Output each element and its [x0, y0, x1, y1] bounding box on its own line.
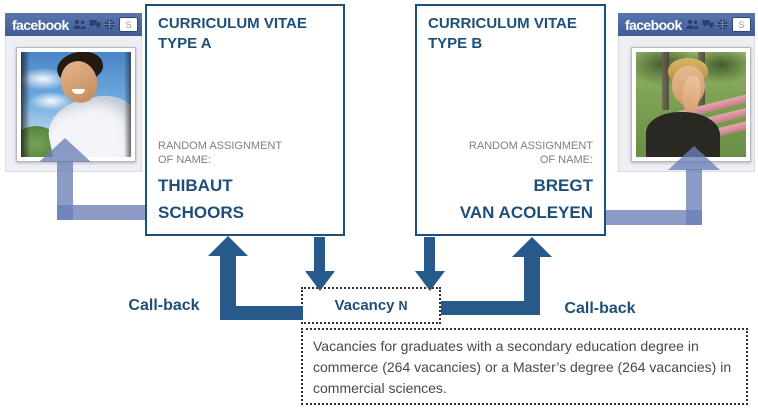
- globe-icon: [104, 19, 115, 30]
- cv-a-assignment-block: RANDOM ASSIGNMENT OF NAME: THIBAUT SCHOO…: [158, 139, 332, 226]
- arrow-shaft: [524, 256, 540, 315]
- profile-photo-left: [21, 52, 131, 157]
- cloud-shape: [29, 92, 73, 110]
- candidate-name-b: BREGT VAN ACOLEYEN: [428, 172, 593, 226]
- facebook-logo: facebook: [625, 16, 682, 33]
- facebook-profile-card-right: facebook S: [618, 13, 755, 172]
- facebook-header-icons: [73, 19, 115, 30]
- vacancy-n-suffix: N: [398, 298, 408, 313]
- assignment-label-line1: RANDOM ASSIGNMENT: [468, 140, 593, 152]
- callback-label-left: Call-back: [128, 297, 200, 314]
- facebook-search-box: S: [732, 17, 751, 32]
- arrow-elbow: [606, 210, 702, 225]
- arrow-shaft: [314, 237, 325, 272]
- assignment-label-line2: OF NAME:: [539, 154, 593, 166]
- cv-a-title: CURRICULUM VITAE TYPE A: [147, 6, 343, 55]
- assignment-label-line1: RANDOM ASSIGNMENT: [158, 140, 283, 152]
- callback-label-right: Call-back: [564, 300, 636, 317]
- arrowhead-up: [512, 237, 552, 257]
- cv-type-b-box: CURRICULUM VITAE TYPE B RANDOM ASSIGNMEN…: [415, 4, 606, 236]
- vacancy-description-box: Vacancies for graduates with a secondary…: [301, 328, 748, 405]
- profile-photo-frame-right: [631, 47, 751, 162]
- facebook-header-left: facebook S: [5, 13, 142, 36]
- facebook-logo: facebook: [12, 16, 69, 33]
- vacancy-box: Vacancy N: [301, 287, 441, 324]
- messages-icon: [89, 19, 101, 30]
- arrowhead-up: [208, 236, 248, 256]
- candidate-name-line1: BREGT: [533, 176, 594, 195]
- cv-a-title-line2: TYPE A: [158, 35, 212, 53]
- globe-icon: [717, 19, 728, 30]
- cv-b-title-line1: CURRICULUM VITAE: [428, 15, 577, 32]
- friends-icon: [73, 19, 86, 30]
- arrow-elbow: [441, 301, 540, 315]
- cv-b-title-line2: TYPE B: [428, 35, 483, 53]
- assignment-label: RANDOM ASSIGNMENT OF NAME:: [428, 139, 593, 167]
- cv-b-assignment-block: RANDOM ASSIGNMENT OF NAME: BREGT VAN ACO…: [428, 139, 593, 226]
- assignment-label-line2: OF NAME:: [158, 154, 212, 166]
- profile-photo-frame-left: [16, 47, 136, 162]
- photo-shadow-edge: [21, 52, 30, 157]
- facebook-header-right: facebook S: [618, 13, 755, 36]
- tree-trunk-shape: [662, 52, 669, 110]
- vacancy-label: Vacancy: [334, 297, 395, 314]
- facebook-profile-card-left: facebook S: [5, 13, 142, 172]
- cv-b-title: CURRICULUM VITAE TYPE B: [417, 6, 604, 55]
- arrow-elbow: [220, 306, 303, 320]
- facebook-header-icons: [686, 19, 728, 30]
- cv-type-a-box: CURRICULUM VITAE TYPE A RANDOM ASSIGNMEN…: [145, 4, 345, 236]
- messages-icon: [702, 19, 714, 30]
- friends-icon: [686, 19, 699, 30]
- cv-a-title-line1: CURRICULUM VITAE: [158, 15, 307, 32]
- candidate-name-line2: SCHOORS: [158, 203, 244, 222]
- arrow-shaft: [686, 169, 702, 225]
- candidate-name-line2: VAN ACOLEYEN: [459, 203, 593, 222]
- dark-jacket-shape: [646, 112, 720, 157]
- arrow-elbow: [57, 205, 146, 220]
- assignment-label: RANDOM ASSIGNMENT OF NAME:: [158, 139, 332, 167]
- profile-photo-right: [636, 52, 746, 157]
- candidate-name-line1: THIBAUT: [158, 176, 233, 195]
- smile-shape: [72, 89, 85, 94]
- facebook-search-box: S: [119, 17, 138, 32]
- arrow-shaft: [220, 255, 236, 320]
- photo-shadow-edge: [124, 52, 131, 157]
- arrow-shaft: [424, 237, 435, 272]
- vacancy-description-text: Vacancies for graduates with a secondary…: [313, 338, 732, 396]
- candidate-name-a: THIBAUT SCHOORS: [158, 172, 332, 226]
